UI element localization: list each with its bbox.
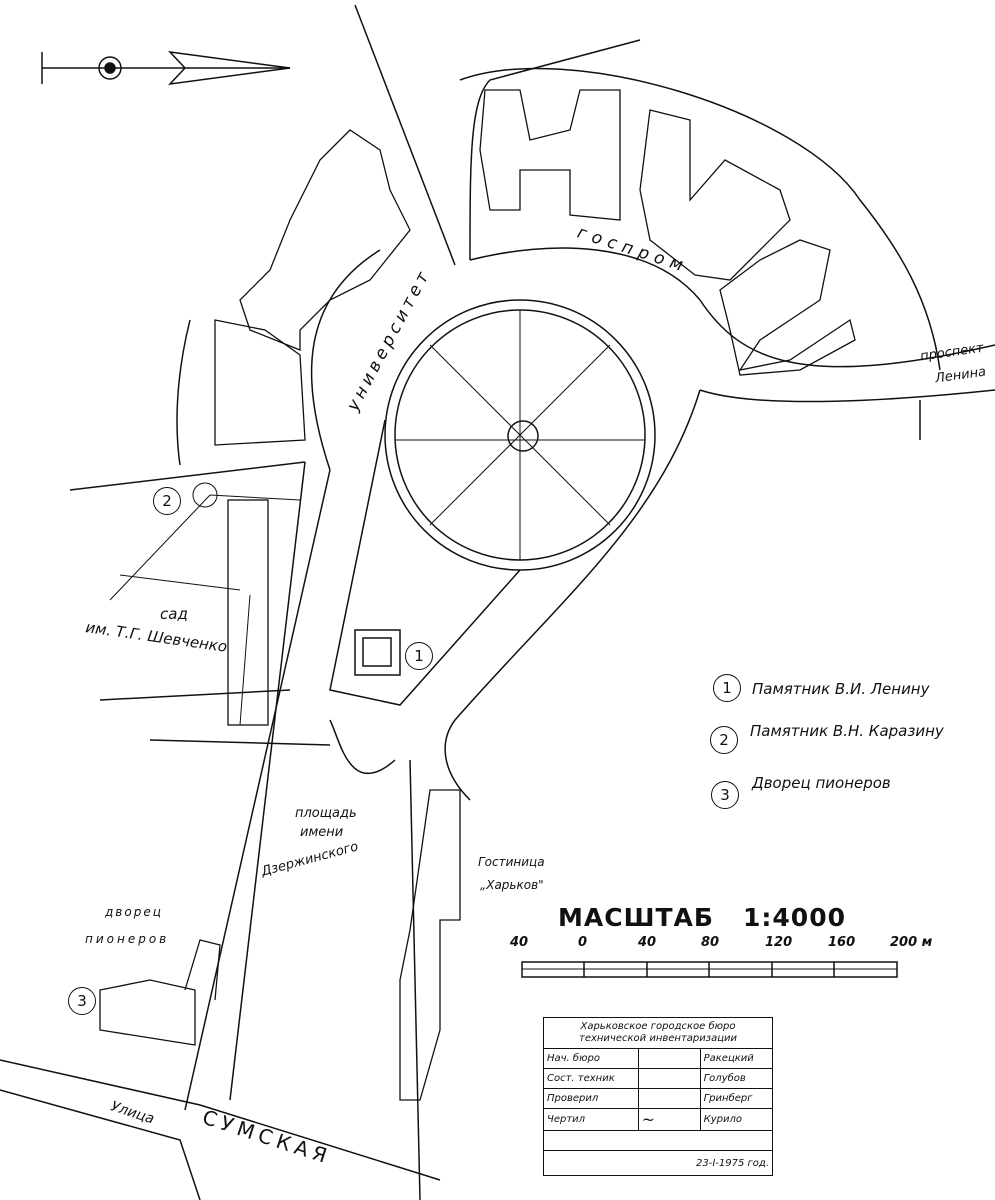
hotel-label-2: „Харьков": [480, 878, 544, 892]
title-block: Харьковское городское бюро технической и…: [543, 1017, 774, 1176]
legend-text-2: Памятник В.Н. Каразину: [750, 722, 944, 740]
org-line-2: технической инвентаризации: [579, 1033, 737, 1044]
date: 23-I-1975 год.: [543, 1150, 773, 1176]
garden-paths: [109, 482, 301, 726]
legend-num-2: 2: [710, 726, 738, 754]
scale-tick: 40: [510, 935, 529, 950]
roads: [0, 4, 995, 1200]
scale-title: МАСШТАБ 1:4000: [558, 903, 846, 932]
central-park: [329, 299, 656, 706]
legend-text-3: Дворец пионеров: [752, 774, 891, 792]
name: Курило: [699, 1108, 774, 1131]
signature: ~: [637, 1108, 701, 1131]
palace-label-2: пионеров: [85, 932, 170, 946]
palace-label-1: дворец: [105, 905, 163, 919]
legend-num-3: 3: [711, 781, 739, 809]
square-label-2: имени: [300, 825, 344, 840]
org-line-1: Харьковское городское бюро: [580, 1021, 736, 1032]
name: Голубов: [699, 1068, 774, 1089]
role: Чертил: [543, 1108, 639, 1131]
scale-tick: 0: [578, 935, 588, 950]
role: Проверил: [543, 1088, 639, 1109]
name: Ракецкий: [699, 1048, 774, 1069]
buildings: [99, 89, 856, 1101]
name: Гринберг: [699, 1088, 774, 1109]
scale-bar: [521, 961, 898, 978]
scale-tick: 40: [638, 935, 657, 950]
role: Нач. бюро: [543, 1048, 639, 1069]
marker-3: 3: [68, 987, 96, 1015]
legend-num-1: 1: [713, 674, 741, 702]
hotel-label-1: Гостиница: [478, 855, 545, 869]
garden-label-1: сад: [160, 605, 188, 623]
scale-tick: 80: [701, 935, 720, 950]
role: Сост. техник: [543, 1068, 639, 1089]
north-arrow-icon: [41, 50, 291, 86]
square-label-1: площадь: [295, 806, 357, 821]
scale-tick: 160: [828, 935, 856, 950]
marker-1: 1: [405, 642, 433, 670]
scale-tick: 120: [765, 935, 793, 950]
marker-2: 2: [153, 487, 181, 515]
scale-tick: 200 м: [890, 935, 933, 950]
legend-text-1: Памятник В.И. Ленину: [752, 680, 930, 698]
